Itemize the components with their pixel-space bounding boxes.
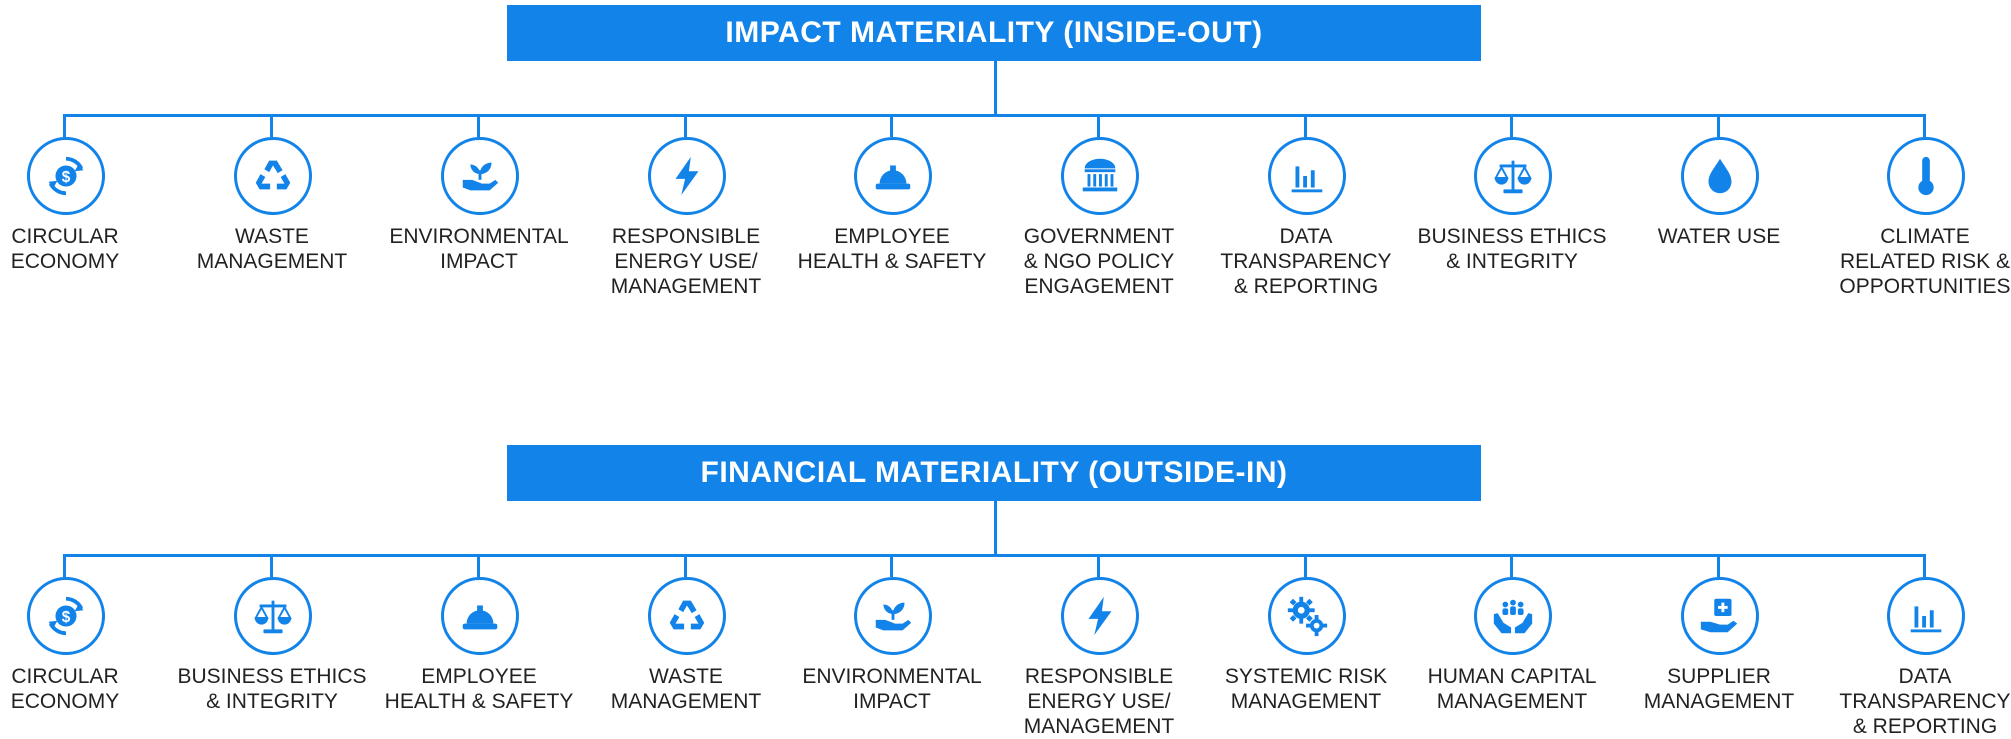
connector-drop xyxy=(477,554,480,577)
connector-drop xyxy=(1717,114,1720,137)
topic-label: RESPONSIBLE ENERGY USE/ MANAGEMENT xyxy=(610,225,762,298)
connector-drop xyxy=(684,554,687,577)
topic-label: CIRCULAR ECONOMY xyxy=(10,225,120,273)
section-title-banner: FINANCIAL MATERIALITY (OUTSIDE-IN) xyxy=(507,445,1481,501)
connector-drop xyxy=(890,114,893,137)
topic-label: GOVERNMENT & NGO POLICY ENGAGEMENT xyxy=(1023,225,1175,298)
topic-label: WASTE MANAGEMENT xyxy=(610,665,762,713)
topic-label: RESPONSIBLE ENERGY USE/ MANAGEMENT xyxy=(1023,665,1175,738)
circular-economy-icon: $ xyxy=(27,137,105,215)
recycle-icon xyxy=(234,137,312,215)
plant-hand-icon xyxy=(854,577,932,655)
svg-text:$: $ xyxy=(62,609,71,626)
topic-label: WASTE MANAGEMENT xyxy=(196,225,348,273)
hard-hat-icon xyxy=(854,137,932,215)
topic-label: EMPLOYEE HEALTH & SAFETY xyxy=(384,665,574,713)
connector-trunk xyxy=(994,61,997,116)
lightning-icon xyxy=(648,137,726,215)
connector-drop xyxy=(477,114,480,137)
connector-drop xyxy=(270,114,273,137)
topic-label: SYSTEMIC RISK MANAGEMENT xyxy=(1224,665,1388,713)
connector-drop xyxy=(1923,114,1926,137)
connector-drop xyxy=(1923,554,1926,577)
lightning-icon xyxy=(1061,577,1139,655)
supplier-hand-icon xyxy=(1681,577,1759,655)
topic-label: ENVIRONMENTAL IMPACT xyxy=(389,225,569,273)
connector-line xyxy=(65,114,1925,117)
circular-economy-icon: $ xyxy=(27,577,105,655)
topic-label: HUMAN CAPITAL MANAGEMENT xyxy=(1427,665,1597,713)
connector-drop xyxy=(63,114,66,137)
section-title-banner: IMPACT MATERIALITY (INSIDE-OUT) xyxy=(507,5,1481,61)
connector-drop xyxy=(890,554,893,577)
gears-icon xyxy=(1268,577,1346,655)
topic-label: WATER USE xyxy=(1657,225,1781,248)
scales-icon xyxy=(1474,137,1552,215)
thermometer-icon xyxy=(1887,137,1965,215)
connector-drop xyxy=(1097,554,1100,577)
recycle-icon xyxy=(648,577,726,655)
water-drop-icon xyxy=(1681,137,1759,215)
connector-drop xyxy=(63,554,66,577)
topic-label: DATA TRANSPARENCY & REPORTING xyxy=(1839,665,2011,738)
connector-drop xyxy=(1304,554,1307,577)
connector-drop xyxy=(1510,114,1513,137)
people-hands-icon xyxy=(1474,577,1552,655)
plant-hand-icon xyxy=(441,137,519,215)
topic-label: EMPLOYEE HEALTH & SAFETY xyxy=(797,225,987,273)
topic-label: BUSINESS ETHICS & INTEGRITY xyxy=(177,665,367,713)
connector-trunk xyxy=(994,501,997,556)
topic-label: CLIMATE RELATED RISK & OPPORTUNITIES xyxy=(1839,225,2011,298)
topic-label: SUPPLIER MANAGEMENT xyxy=(1643,665,1795,713)
topic-label: ENVIRONMENTAL IMPACT xyxy=(802,665,982,713)
connector-drop xyxy=(1304,114,1307,137)
connector-drop xyxy=(270,554,273,577)
topic-label: DATA TRANSPARENCY & REPORTING xyxy=(1220,225,1392,298)
connector-drop xyxy=(1717,554,1720,577)
bar-chart-icon xyxy=(1887,577,1965,655)
scales-icon xyxy=(234,577,312,655)
connector-drop xyxy=(684,114,687,137)
connector-drop xyxy=(1510,554,1513,577)
topic-label: BUSINESS ETHICS & INTEGRITY xyxy=(1417,225,1607,273)
government-building-icon xyxy=(1061,137,1139,215)
bar-chart-icon xyxy=(1268,137,1346,215)
hard-hat-icon xyxy=(441,577,519,655)
connector-line xyxy=(65,554,1925,557)
topic-label: CIRCULAR ECONOMY xyxy=(10,665,120,713)
connector-drop xyxy=(1097,114,1100,137)
svg-text:$: $ xyxy=(62,169,71,186)
